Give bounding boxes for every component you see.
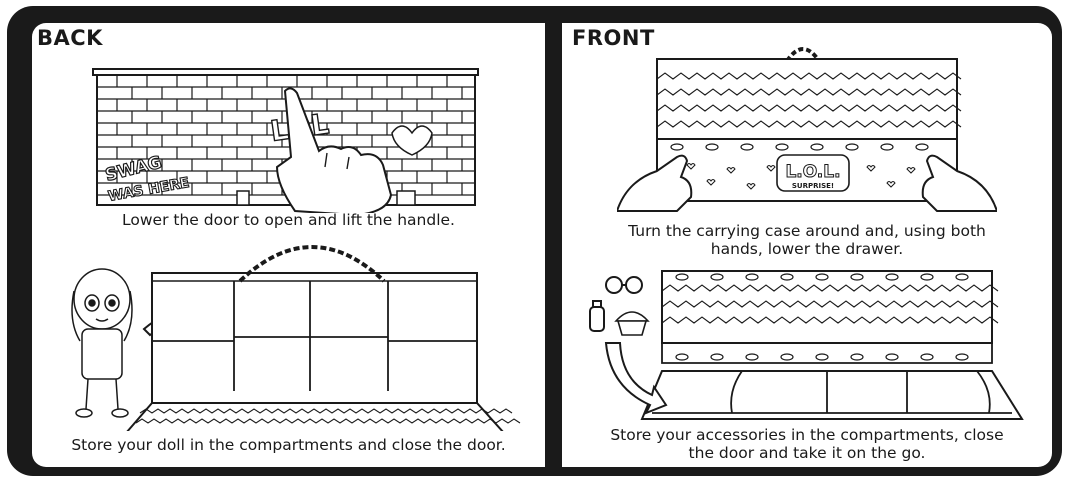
accessories-drawer-illustration bbox=[589, 270, 1024, 420]
bottle-icon bbox=[589, 300, 605, 332]
brick-wall-illustration: SWAG WAS HERE LOL bbox=[92, 68, 479, 213]
right-hand-icon bbox=[921, 154, 997, 212]
instruction-sheet-frame: BACK SWAG WAS HERE LOL bbox=[7, 6, 1062, 476]
glasses-icon bbox=[605, 276, 643, 294]
lol-logo-badge bbox=[776, 154, 850, 192]
front-heading: FRONT bbox=[572, 26, 655, 50]
front-step2-caption-line1: Store your accessories in the compartmen… bbox=[610, 426, 1004, 444]
lol-logo-text: L.O.L. bbox=[785, 162, 840, 182]
back-step1-caption: Lower the door to open and lift the hand… bbox=[122, 211, 455, 229]
front-step1-caption-line1: Turn the carrying case around and, using… bbox=[628, 222, 986, 240]
front-step1-caption-line2: hands, lower the drawer. bbox=[710, 240, 904, 258]
left-hand-icon bbox=[617, 154, 693, 212]
front-panel: FRONT L.O.L. SURPRISE! bbox=[562, 23, 1052, 467]
front-case-illustration: L.O.L. SURPRISE! bbox=[617, 47, 997, 212]
front-step2-caption-line2: the door and take it on the go. bbox=[688, 444, 926, 462]
back-step2-caption: Store your doll in the compartments and … bbox=[71, 436, 506, 454]
lol-logo-subtext: SURPRISE! bbox=[792, 182, 834, 190]
insert-arrow-icon bbox=[604, 342, 668, 415]
cupcake-icon bbox=[614, 311, 650, 336]
back-heading: BACK bbox=[37, 26, 103, 50]
back-panel: BACK SWAG WAS HERE LOL bbox=[32, 23, 545, 467]
doll-case-illustration bbox=[71, 245, 521, 431]
doll-icon bbox=[71, 268, 133, 418]
